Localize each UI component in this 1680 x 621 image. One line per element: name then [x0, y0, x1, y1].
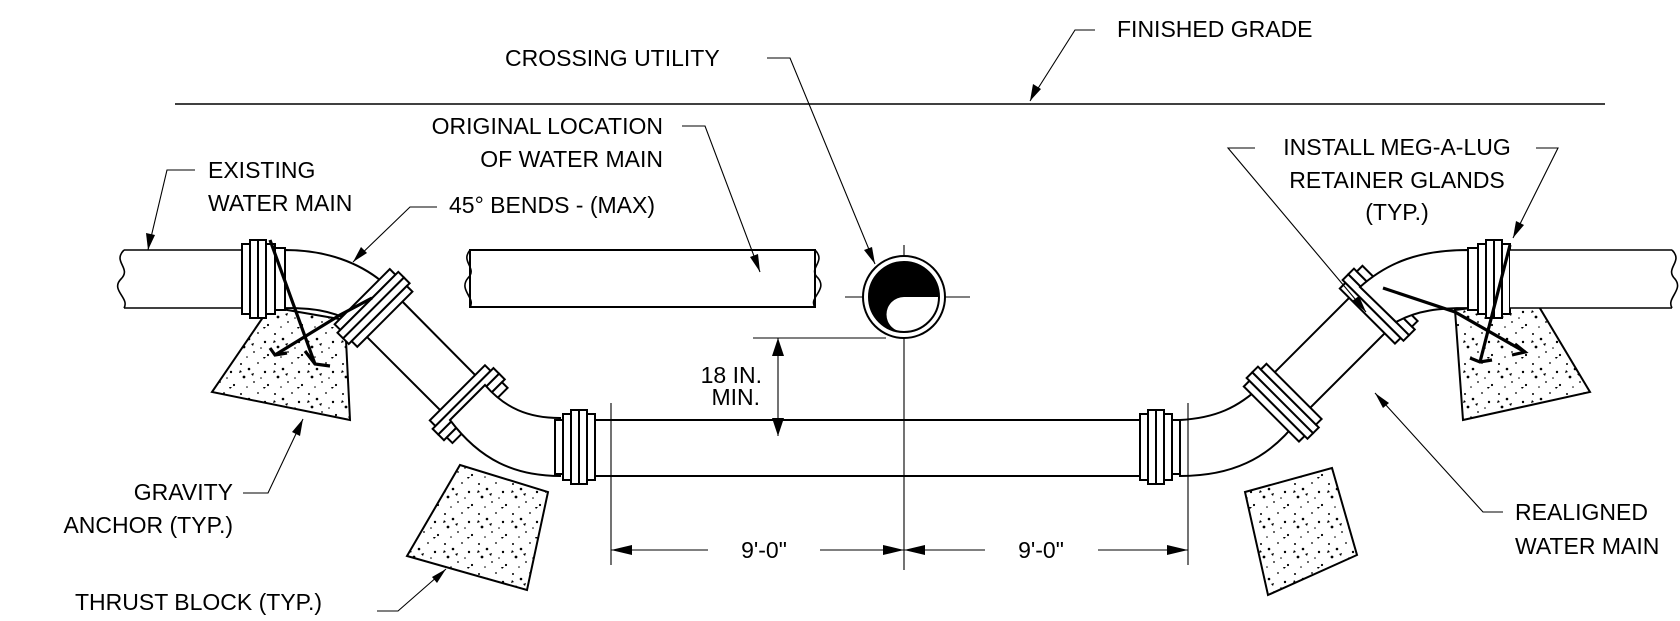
label-separation-2: MIN. — [711, 384, 760, 410]
leader-original-location — [682, 125, 761, 273]
bend-left-lower — [448, 383, 561, 478]
label-dimension-right: 9'-0" — [1018, 537, 1064, 563]
existing-water-main-left — [116, 249, 242, 309]
label-install-1: INSTALL MEG-A-LUG — [1283, 134, 1510, 160]
thrust-block-right — [1243, 466, 1359, 597]
existing-water-main-right — [1510, 249, 1679, 309]
lowered-water-main-pipe — [594, 419, 1141, 477]
label-existing-2: WATER MAIN — [208, 190, 352, 216]
label-dimension-left: 9'-0" — [741, 537, 787, 563]
label-gravity-2: ANCHOR (TYP.) — [63, 512, 233, 538]
label-realigned-2: WATER MAIN — [1515, 533, 1659, 559]
thrust-block-left — [405, 463, 550, 592]
separation-dimension — [753, 337, 886, 436]
label-original-location-1: ORIGINAL LOCATION — [432, 113, 663, 139]
realigned-diagonal-right — [1242, 264, 1420, 444]
leader-realigned-main — [1374, 392, 1503, 513]
leader-meg-a-lug-right — [1512, 147, 1559, 239]
leader-bends — [352, 206, 437, 263]
label-realigned-1: REALIGNED — [1515, 499, 1648, 525]
label-bends: 45° BENDS - (MAX) — [449, 192, 655, 218]
horizontal-dimensions — [610, 403, 1189, 565]
crossing-utility-symbol — [845, 245, 970, 570]
label-install-3: (TYP.) — [1365, 199, 1428, 225]
gravity-anchor-left — [210, 305, 352, 422]
retainer-gland-right-2 — [1139, 409, 1181, 485]
retainer-gland-left-2 — [554, 409, 596, 485]
label-original-location-2: OF WATER MAIN — [480, 146, 663, 172]
leader-finished-grade — [1029, 29, 1095, 102]
leader-meg-a-lug-left — [1226, 147, 1367, 313]
label-crossing-utility: CROSSING UTILITY — [505, 45, 720, 71]
leader-thrust-block — [377, 568, 447, 612]
label-install-2: RETAINER GLANDS — [1289, 167, 1505, 193]
label-finished-grade: FINISHED GRADE — [1117, 16, 1313, 42]
label-existing-1: EXISTING — [208, 157, 315, 183]
anchor-rods-left — [268, 239, 373, 368]
anchor-rods-right — [1382, 244, 1529, 364]
leader-crossing-utility — [767, 57, 876, 265]
original-water-main-pipe — [464, 249, 822, 308]
retainer-gland-left-1 — [241, 239, 286, 319]
label-thrust-block: THRUST BLOCK (TYP.) — [75, 589, 322, 615]
label-separation-1: 18 IN. — [701, 362, 762, 388]
retainer-gland-right-1 — [1467, 239, 1511, 319]
leader-existing-main — [146, 169, 195, 251]
leader-gravity-anchor — [243, 418, 304, 494]
label-gravity-1: GRAVITY — [134, 479, 233, 505]
